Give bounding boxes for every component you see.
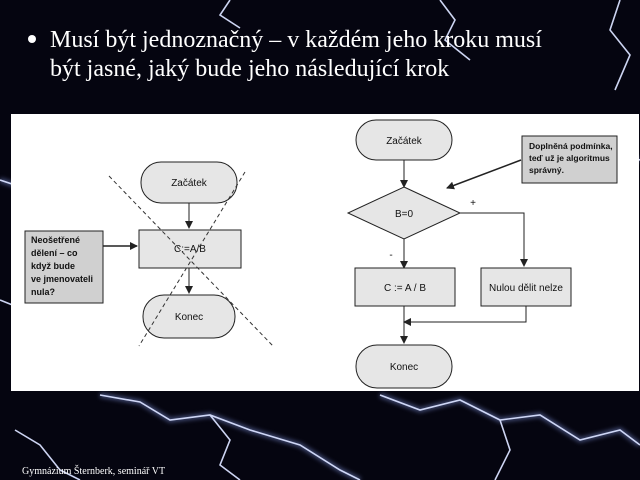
right-note-arrow: [446, 159, 522, 190]
bullet-line-1: Musí být jednoznačný – v každém jeho kro…: [50, 27, 542, 53]
right-end-terminal: [355, 344, 453, 389]
left-end-terminal: [142, 294, 236, 339]
left-process-label: C:=A/B: [174, 244, 206, 255]
right-process-yes-label: Nulou dělit nelze: [489, 283, 563, 294]
left-note-line-3: když bude: [31, 261, 75, 271]
footer-text: Gymnázium Šternberk, seminář VT: [22, 466, 166, 477]
right-arrow-decision-to-yes: [460, 212, 528, 267]
right-plus-label: +: [470, 198, 476, 209]
right-note-line-3: správný.: [529, 165, 564, 175]
right-note-line-2: teď už je algoritmus: [529, 153, 610, 163]
left-flowchart: Začátek C:=A/B Konec Neošetřené dělení –…: [24, 161, 274, 347]
left-end-label: Konec: [175, 312, 203, 323]
right-end-label: Konec: [390, 362, 418, 373]
left-cross-line-2: [138, 171, 246, 347]
right-note-line-1: Doplněná podmínka,: [529, 141, 613, 151]
right-process-no-label: C := A / B: [384, 283, 426, 294]
left-note-line-4: ve jmenovateli: [31, 274, 93, 284]
right-start-label: Začátek: [386, 136, 423, 147]
right-process-yes-box: [480, 267, 572, 307]
right-note-box: [521, 135, 618, 184]
right-decision-label: B=0: [395, 209, 414, 220]
right-minus-label: -: [389, 250, 392, 261]
right-decision-diamond: [346, 186, 462, 240]
left-note-line-1: Neošetřené: [31, 235, 80, 245]
right-arrow-yes-to-end: [403, 306, 527, 326]
right-start-terminal: [355, 119, 453, 161]
right-flowchart: Začátek B=0 + - C := A / B Nulou dělit n…: [346, 119, 618, 389]
left-start-terminal: [140, 161, 238, 204]
left-note-line-5: nula?: [31, 287, 55, 297]
left-cross-line-1: [108, 175, 274, 347]
bullet-icon: [28, 35, 36, 43]
flowchart-diagram: Začátek C:=A/B Konec Neošetřené dělení –…: [11, 114, 639, 391]
left-note-box: [24, 230, 104, 304]
left-start-label: Začátek: [171, 178, 208, 189]
left-note-line-2: dělení – co: [31, 248, 78, 258]
right-process-no-box: [354, 267, 456, 307]
bullet-line-2: být jasné, jaký bude jeho následující kr…: [50, 56, 450, 82]
bullet-text: Musí být jednoznačný – v každém jeho kro…: [50, 26, 620, 84]
